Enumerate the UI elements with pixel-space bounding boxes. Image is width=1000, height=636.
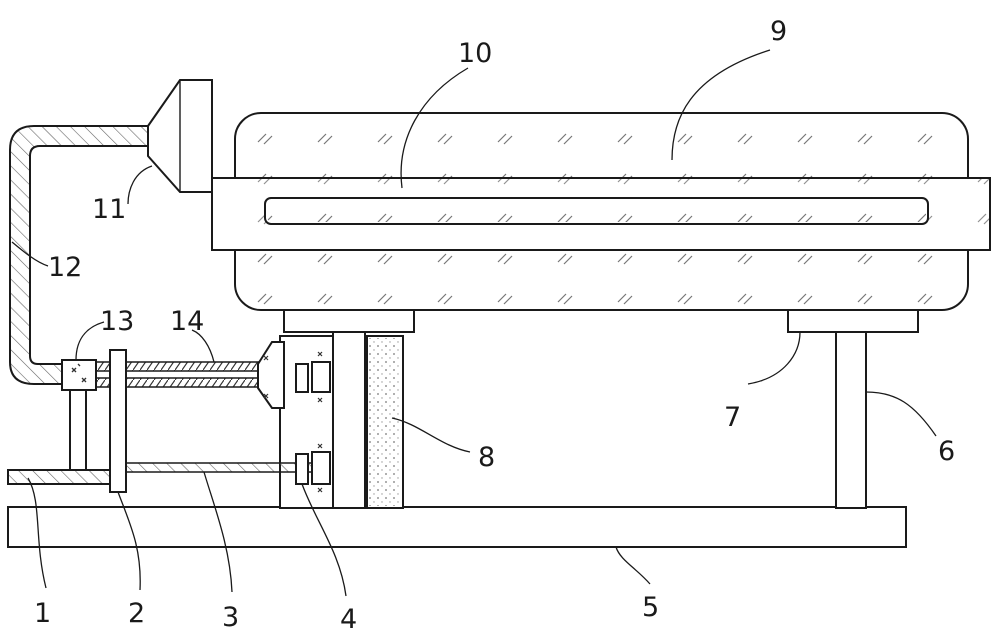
leader-4	[301, 483, 347, 597]
leader-13	[75, 321, 105, 361]
right-support-column	[835, 331, 867, 509]
label-6: 6	[938, 436, 955, 467]
nut-bracket-marks	[263, 355, 269, 399]
bearing-marks	[317, 351, 323, 493]
right-support-pad	[787, 309, 919, 333]
label-8: 8	[478, 442, 495, 473]
leader-8	[391, 417, 471, 453]
leader-7	[747, 331, 801, 385]
valve-cross-marks	[71, 363, 87, 383]
lower-bearing-seat	[295, 453, 309, 485]
slot-glass-hatch	[267, 200, 926, 222]
leader-6	[865, 391, 937, 437]
leader-14	[191, 329, 215, 363]
label-10: 10	[458, 38, 492, 69]
label-11: 11	[92, 194, 126, 225]
upper-bearing-seat	[295, 363, 309, 393]
label-5: 5	[642, 592, 659, 623]
leader-9	[671, 49, 771, 161]
guide-rail-end	[7, 469, 111, 485]
label-14: 14	[170, 306, 204, 337]
label-12: 12	[48, 252, 82, 283]
base-plate	[7, 506, 907, 548]
leader-1	[27, 477, 47, 589]
leader-10	[400, 67, 469, 189]
leader-5	[615, 546, 651, 585]
left-support-column	[332, 331, 366, 509]
leader-11	[127, 165, 153, 205]
label-13: 13	[100, 306, 134, 337]
label-7: 7	[724, 402, 741, 433]
label-4: 4	[340, 604, 357, 635]
label-2: 2	[128, 598, 145, 629]
leader-12	[11, 241, 49, 267]
label-3: 3	[222, 602, 239, 633]
upper-nut-bracket	[257, 341, 285, 409]
upper-bearing-flange	[311, 361, 331, 393]
label-9: 9	[770, 16, 787, 47]
left-support-pad	[283, 309, 415, 333]
leader-3	[203, 471, 233, 593]
valve-stand	[69, 389, 87, 471]
leader-lines	[11, 49, 937, 597]
lower-bearing-flange	[311, 451, 331, 485]
leader-2	[117, 491, 141, 591]
insulation-fill	[369, 338, 401, 506]
label-1: 1	[34, 598, 51, 629]
sliding-plate	[109, 349, 127, 493]
